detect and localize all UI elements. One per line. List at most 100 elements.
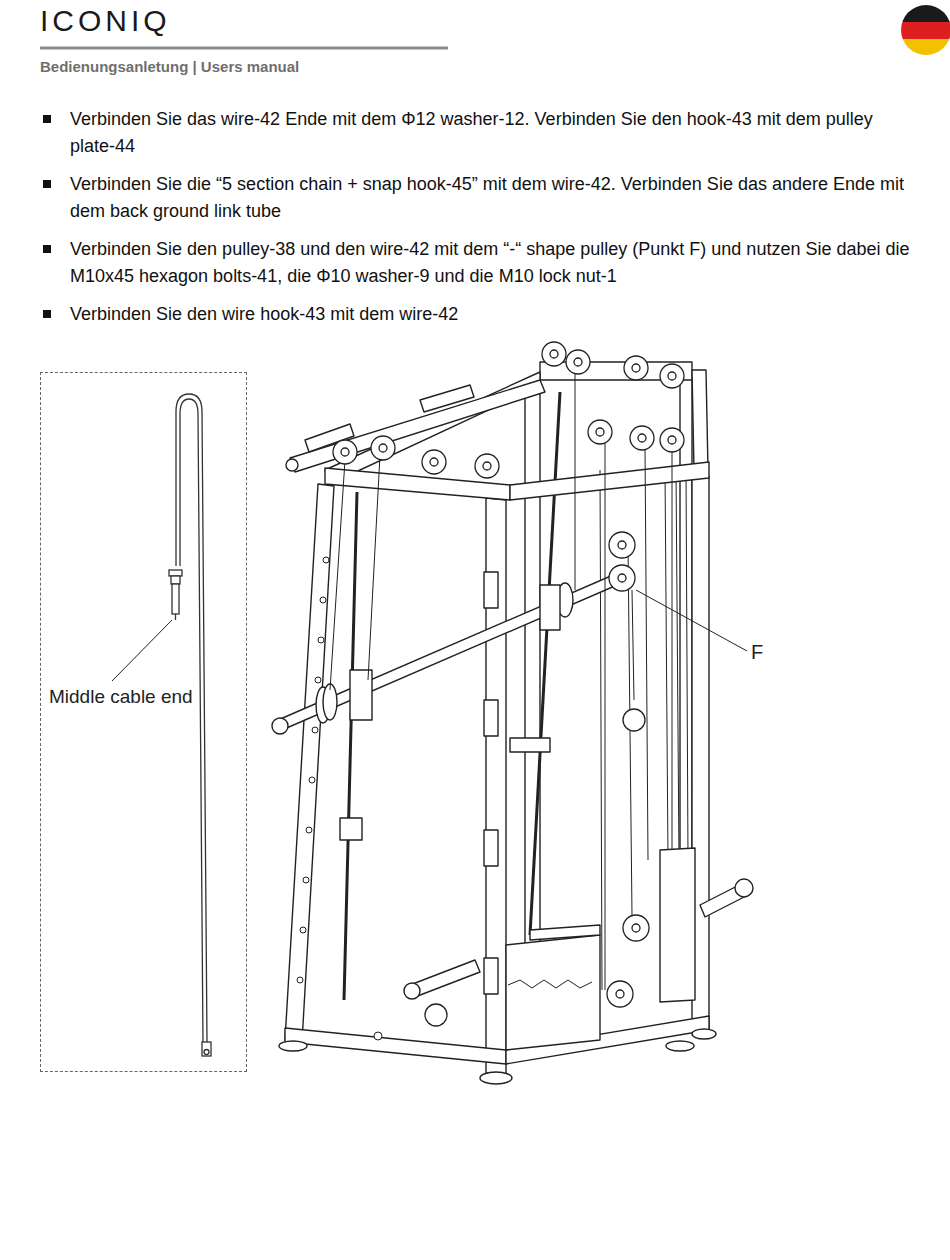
rack-frame <box>340 818 362 840</box>
upright-holes <box>303 877 309 883</box>
cables <box>672 445 673 850</box>
pulley <box>333 440 357 464</box>
pulley <box>660 364 684 388</box>
rack-frame <box>272 362 753 1084</box>
upright-holes <box>300 927 306 933</box>
rack-frame <box>484 830 498 866</box>
cables <box>632 590 634 700</box>
rack-frame <box>290 380 545 472</box>
cables <box>605 440 606 990</box>
rack-frame <box>279 1041 307 1051</box>
pulley <box>574 358 582 366</box>
pulley <box>660 428 684 452</box>
pulley <box>566 350 590 374</box>
cable-drawing <box>175 614 176 620</box>
upright-holes <box>318 637 324 643</box>
instruction-text: Verbinden Sie den pulley-38 und den wire… <box>70 236 920 290</box>
rack-frame <box>676 470 679 860</box>
rack-frame <box>344 492 357 1000</box>
pulley <box>430 458 438 466</box>
upright-holes <box>320 597 326 603</box>
upright-holes <box>297 557 382 1040</box>
rack-frame <box>285 1028 506 1064</box>
pulley <box>616 990 624 998</box>
leader-line <box>636 590 747 651</box>
pulley <box>371 436 395 460</box>
upright-holes <box>374 1032 382 1040</box>
rack-frame <box>278 572 624 730</box>
rack-frame <box>665 470 668 860</box>
header-rule <box>40 47 448 50</box>
rack-frame <box>480 1072 512 1084</box>
pulley <box>618 574 626 582</box>
pulley <box>596 428 604 436</box>
rack-frame <box>420 385 474 412</box>
pulley <box>624 356 648 380</box>
rack-frame <box>484 572 498 608</box>
rack-frame <box>666 1041 694 1051</box>
cables <box>368 455 380 680</box>
callout-letter: F <box>751 641 763 664</box>
pulley <box>422 450 446 474</box>
instruction-text: Verbinden Sie die “5 section chain + sna… <box>70 171 920 225</box>
pulley <box>623 915 649 941</box>
pulley <box>632 924 640 932</box>
rack-frame <box>350 670 372 720</box>
pulley <box>550 350 558 358</box>
rack-frame <box>680 378 692 870</box>
cables <box>575 370 576 590</box>
part-label: Middle cable end <box>48 686 194 708</box>
subtitle: Bedienungsanletung | Users manual <box>40 58 299 75</box>
pulley <box>632 364 640 372</box>
flag-icon <box>900 4 950 57</box>
pulley <box>483 462 491 470</box>
brand-logo: ICONIQ <box>40 4 171 38</box>
rack-frame <box>600 470 602 990</box>
pulley <box>668 436 676 444</box>
rack-frame <box>530 392 560 935</box>
pulley <box>668 372 676 380</box>
upright-holes <box>306 827 312 833</box>
cable-drawing <box>112 394 211 1056</box>
rack-frame <box>506 935 600 1050</box>
rack-frame <box>510 738 550 752</box>
pulley <box>609 565 635 591</box>
instruction-text: Verbinden Sie das wire-42 Ende mit dem Φ… <box>70 106 920 160</box>
pulley <box>542 342 566 366</box>
cable-drawing <box>169 570 182 576</box>
instruction-list: Verbinden Sie das wire-42 Ende mit dem Φ… <box>70 106 920 339</box>
rack-frame <box>285 484 334 1042</box>
pulley <box>630 426 654 450</box>
upright-holes <box>309 777 315 783</box>
rack-frame <box>510 462 709 500</box>
upright-holes <box>323 557 329 563</box>
pulley <box>425 1004 447 1026</box>
rack-frame <box>286 459 298 471</box>
pulley <box>475 454 499 478</box>
pulley <box>341 448 349 456</box>
instruction-text: Verbinden Sie den wire hook-43 mit dem w… <box>70 301 920 328</box>
rack-frame <box>484 958 498 994</box>
rack-frame <box>660 848 695 1002</box>
cable-drawing <box>171 576 180 584</box>
upright-holes <box>312 727 318 733</box>
cable-drawing <box>112 620 172 681</box>
pulley <box>379 444 387 452</box>
header-rule <box>40 48 448 49</box>
pulley <box>623 709 645 731</box>
cable-drawing <box>172 584 179 614</box>
cable-drawing <box>204 1050 209 1055</box>
cable-drawing <box>180 399 203 1042</box>
rack-frame <box>735 879 753 897</box>
cable-drawing <box>202 1042 211 1056</box>
pulley <box>333 342 684 1026</box>
dashed-detail-box: Middle cable end <box>40 372 247 1072</box>
pulley <box>618 541 626 549</box>
rack-frame <box>530 925 600 940</box>
cable-drawing <box>176 394 207 1042</box>
cables <box>645 445 648 860</box>
cables <box>330 370 672 990</box>
rack-frame <box>686 470 688 860</box>
upright-holes <box>315 677 321 683</box>
rack-frame <box>272 718 288 734</box>
